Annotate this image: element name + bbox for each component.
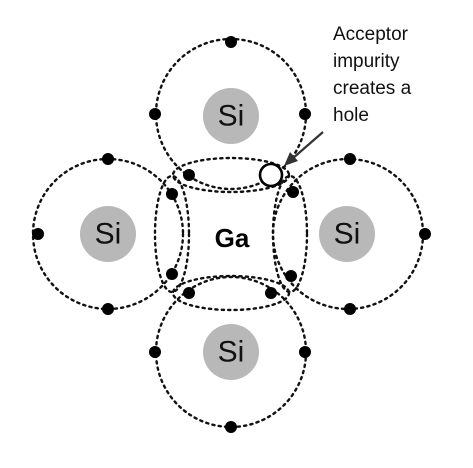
electron xyxy=(419,228,431,240)
bonding-electron xyxy=(166,268,178,280)
electron xyxy=(344,153,356,165)
atom-core-left xyxy=(80,206,136,262)
electron xyxy=(149,108,161,120)
bond-right xyxy=(271,174,309,294)
electron xyxy=(299,346,311,358)
electron xyxy=(225,421,237,433)
annotation-line-1: Acceptor xyxy=(333,24,409,45)
electron xyxy=(299,108,311,120)
atom-label-left: Si xyxy=(95,218,122,251)
atom-label-right: Si xyxy=(334,218,361,251)
electron xyxy=(149,346,161,358)
annotation-line-2: impurity xyxy=(333,51,400,72)
atom-core-bottom xyxy=(203,324,259,380)
electron xyxy=(32,228,44,240)
electron xyxy=(102,153,114,165)
bonding-electron xyxy=(183,169,195,181)
annotation-line-3: creates a xyxy=(333,78,412,99)
bonding-electron xyxy=(287,186,299,198)
atom-label-bottom: Si xyxy=(218,336,245,369)
center-atom-label: Ga xyxy=(215,223,250,253)
bonding-electron xyxy=(265,287,277,299)
bonding-electron xyxy=(166,188,178,200)
annotation-line-4: hole xyxy=(333,105,369,126)
electron xyxy=(344,303,356,315)
atom-core-right xyxy=(319,206,375,262)
atom-core-top xyxy=(203,88,259,144)
annotation-arrow-head xyxy=(284,152,298,166)
annotation-arrow xyxy=(291,131,324,160)
bond-left xyxy=(153,174,191,294)
bonding-electron xyxy=(285,270,297,282)
atom-label-top: Si xyxy=(218,100,245,133)
electron xyxy=(225,36,237,48)
hole-marker xyxy=(258,162,284,188)
electron xyxy=(102,303,114,315)
bond-top xyxy=(171,156,291,194)
bonding-electron xyxy=(183,287,195,299)
